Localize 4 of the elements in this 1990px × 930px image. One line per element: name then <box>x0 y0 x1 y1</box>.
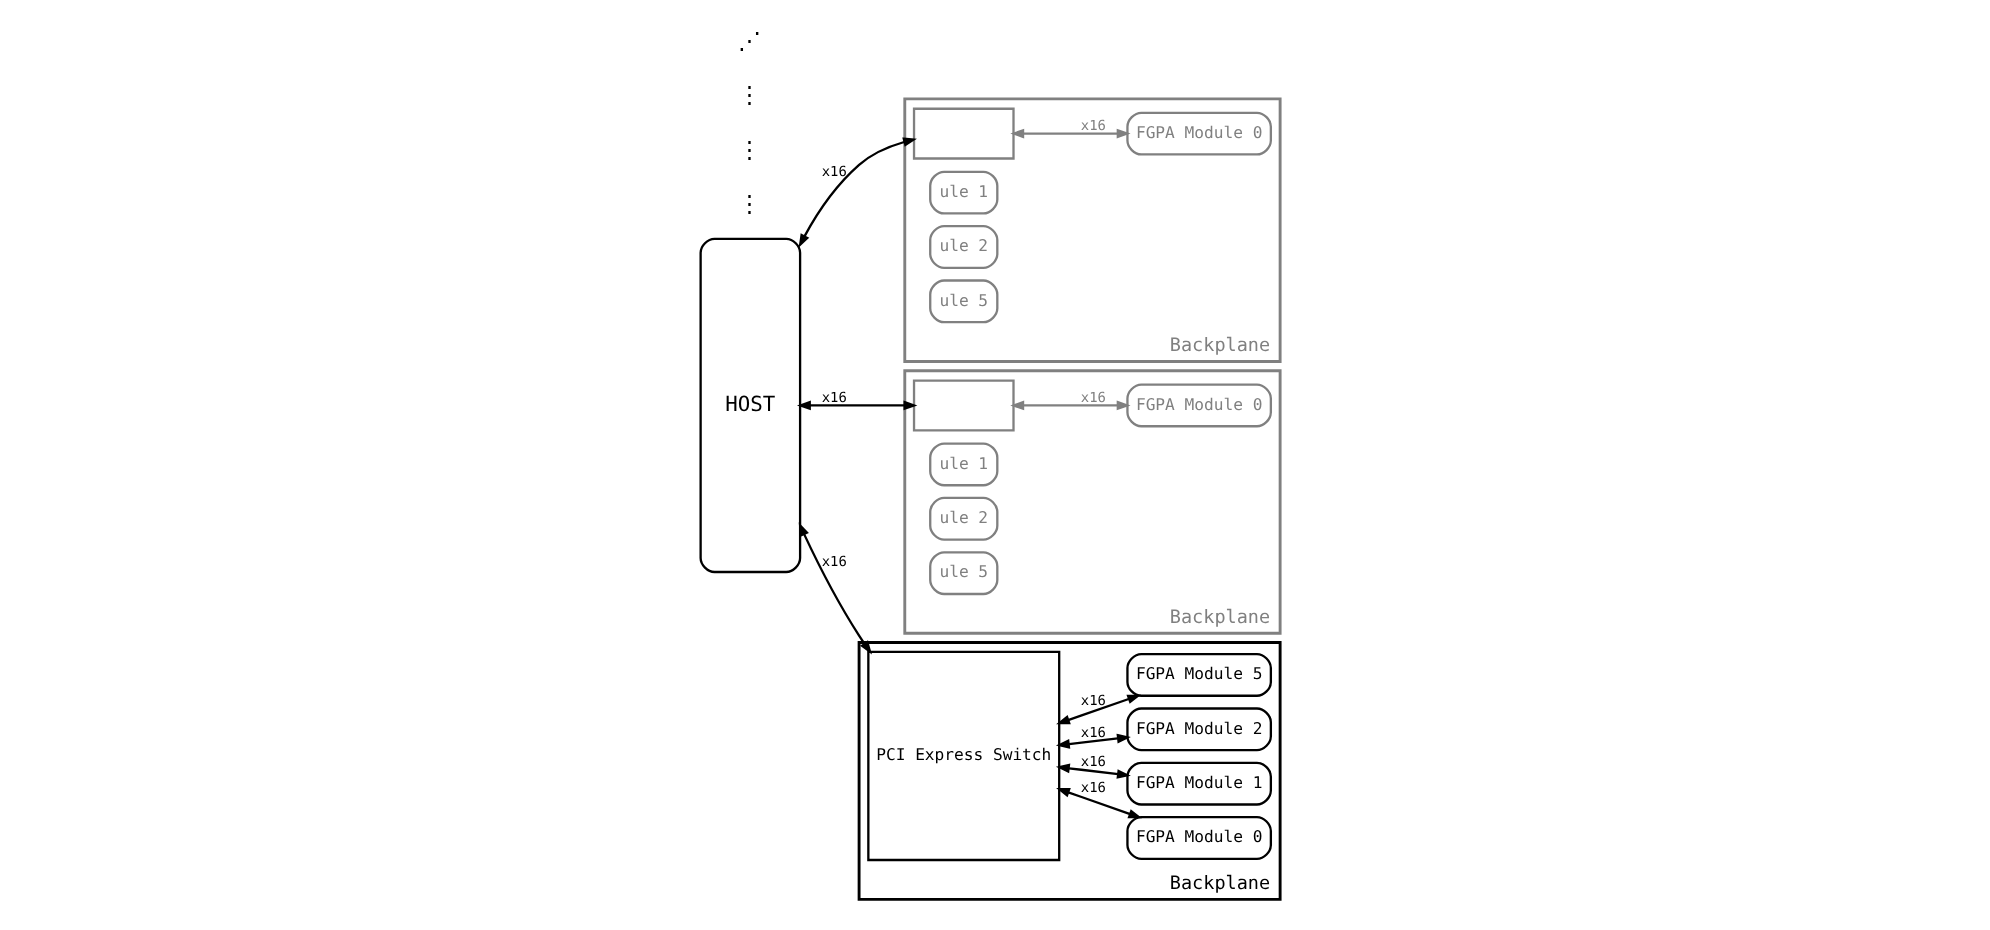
label: ⋰ <box>738 26 763 55</box>
label: ⋮ <box>738 189 763 218</box>
label: ⋮ <box>738 134 763 163</box>
label: ⋮ <box>738 80 763 109</box>
